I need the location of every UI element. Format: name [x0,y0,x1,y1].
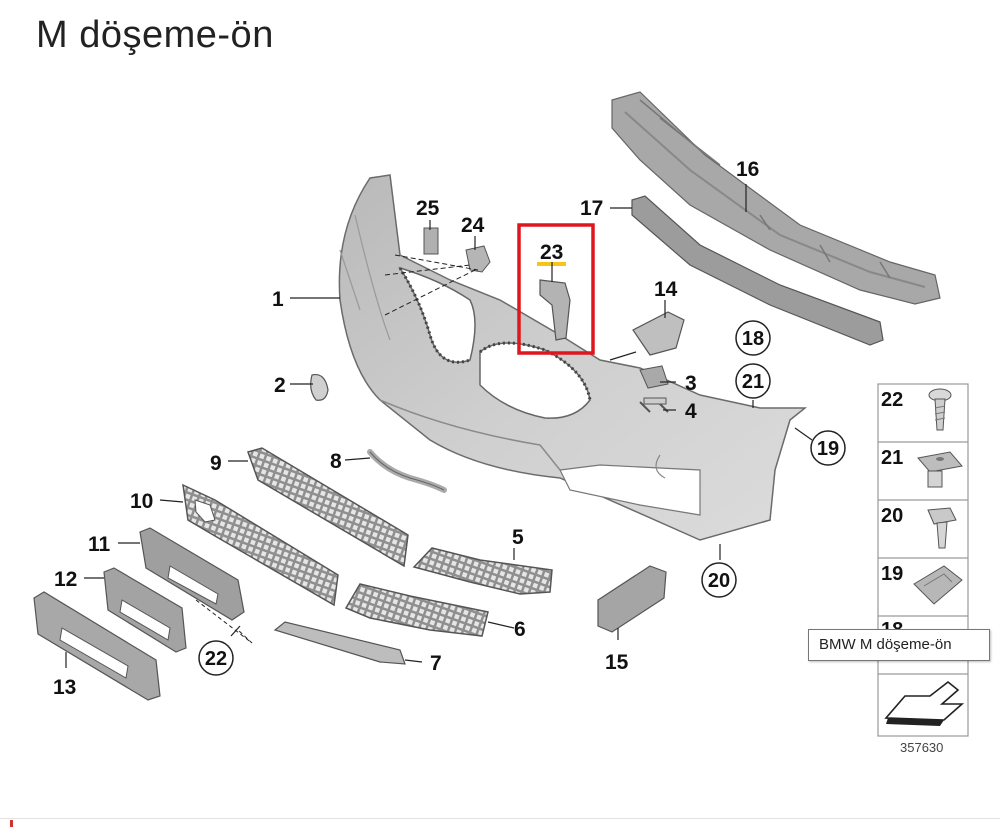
front-bumper-1 [338,174,808,541]
label-8: 8 [330,450,342,473]
label-6: 6 [514,618,526,641]
label-24: 24 [461,214,485,237]
legend-label-20: 20 [881,505,903,527]
label-5: 5 [512,526,524,549]
bracket-24 [465,245,491,273]
grille-10 [182,483,339,607]
circle-label-19: 19 [810,430,846,466]
clip-4 [639,397,669,413]
footer-accent-mark [10,820,13,827]
grille-6 [344,583,489,637]
label-7: 7 [430,652,442,675]
svg-text:18: 18 [742,328,764,350]
label-1: 1 [272,288,284,311]
label-11: 11 [88,533,111,556]
screw-icon [928,388,952,431]
page-title: M döşeme-ön [36,14,274,56]
legend-label-19: 19 [881,563,903,585]
trim-7 [273,621,406,665]
fastener-legend [877,383,969,737]
label-13: 13 [53,676,76,699]
absorber-strip-17 [631,195,884,346]
circle-label-22: 22 [198,640,234,676]
cover-2 [310,373,329,401]
hex-bolt-icon [927,507,957,549]
plate-holder-12 [103,567,187,653]
svg-text:20: 20 [708,570,730,592]
svg-text:21: 21 [742,371,764,393]
image-tooltip: BMW M döşeme-ön [808,629,990,661]
label-2: 2 [274,374,286,397]
grille-5 [412,547,553,595]
legend-label-21: 21 [881,447,903,469]
label-14: 14 [654,278,678,301]
highlight-box-23 [517,223,595,355]
plate-holder-11 [139,527,245,621]
label-12: 12 [54,568,77,591]
label-15: 15 [605,651,629,674]
footer-divider [0,818,1000,819]
plate-holder-13 [33,591,161,701]
label-23: 23 [540,241,563,264]
bracket-15 [597,565,667,633]
svg-text:22: 22 [205,648,227,670]
legend-label-22: 22 [881,389,903,411]
reinforcement-bar-16 [611,91,941,305]
expanding-rivet-icon [917,451,963,488]
label-16: 16 [736,158,759,181]
bracket-25 [423,227,439,255]
circle-label-21: 21 [735,363,771,399]
label-4: 4 [685,400,697,423]
grille-9 [247,447,409,568]
svg-text:19: 19 [817,438,839,460]
bracket-23 [539,279,571,341]
label-17: 17 [580,197,603,220]
label-3: 3 [685,372,697,395]
reference-number: 357630 [900,740,943,755]
circle-label-20: 20 [701,562,737,598]
label-25: 25 [416,197,440,220]
label-9: 9 [210,452,222,475]
cover-14 [632,311,685,356]
trim-strip-8 [367,449,447,493]
circle-label-18: 18 [735,320,771,356]
clip-nut-icon [913,565,963,605]
label-10: 10 [130,490,153,513]
arrow-icon [884,680,965,726]
leader-lines [65,184,813,668]
